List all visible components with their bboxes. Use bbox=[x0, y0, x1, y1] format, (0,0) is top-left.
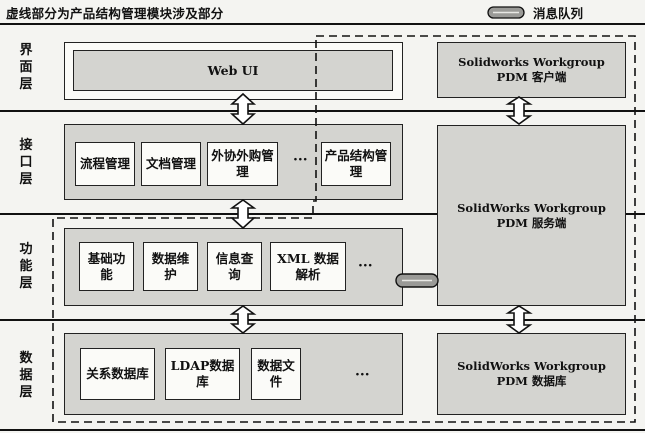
xml-parsing-label: XML 数据解析 bbox=[277, 250, 339, 282]
message-queue-legend-icon bbox=[487, 4, 525, 19]
relational-db-module: 关系数据库 bbox=[80, 348, 155, 400]
function-data-arrow bbox=[229, 305, 257, 335]
ui-layer-label: 界面层 bbox=[19, 43, 33, 92]
product-structure-management-module: 产品结构管理 bbox=[321, 142, 391, 186]
pdm-server-line2: PDM 服务端 bbox=[496, 215, 567, 230]
workflow-management-module: 流程管理 bbox=[75, 142, 135, 186]
interface-ellipsis: ··· bbox=[293, 152, 308, 168]
document-management-module: 文档管理 bbox=[141, 142, 201, 186]
function-layer-label: 功能层 bbox=[19, 242, 33, 291]
pdm-client-box: Solidworks Workgroup PDM 客户端 bbox=[437, 42, 626, 98]
top-border-line bbox=[0, 23, 645, 25]
product-structure-scope-outline bbox=[52, 35, 636, 423]
data-ellipsis: ··· bbox=[355, 367, 370, 383]
pdm-database-box: SolidWorks Workgroup PDM 数据库 bbox=[437, 333, 626, 415]
data-file-label: 数据文件 bbox=[257, 358, 295, 389]
relational-db-label: 关系数据库 bbox=[86, 366, 149, 381]
diagram-caption: 虚线部分为产品结构管理模块涉及部分 bbox=[6, 6, 224, 21]
document-management-label: 文档管理 bbox=[145, 156, 196, 171]
function-ellipsis: ··· bbox=[358, 258, 373, 274]
data-maintenance-label: 数据维护 bbox=[151, 250, 190, 282]
pdm-server-line1: SolidWorks Workgroup bbox=[457, 200, 606, 215]
web-ui-label: Web UI bbox=[207, 62, 259, 78]
data-layer-label: 数据层 bbox=[19, 351, 33, 400]
info-query-module: 信息查询 bbox=[207, 242, 262, 291]
interface-layer-label: 接口层 bbox=[19, 138, 33, 187]
pdm-client-line2: PDM 客户端 bbox=[496, 70, 567, 84]
xml-parsing-module: XML 数据解析 bbox=[270, 242, 346, 291]
product-structure-management-label: 产品结构管理 bbox=[324, 148, 388, 179]
client-server-arrow bbox=[505, 96, 533, 125]
pdm-database-line2: PDM 数据库 bbox=[496, 374, 567, 388]
function-data-separator bbox=[0, 319, 645, 321]
pdm-database-line1: SolidWorks Workgroup bbox=[457, 359, 606, 373]
data-maintenance-module: 数据维护 bbox=[143, 242, 198, 291]
interface-function-arrow bbox=[229, 199, 257, 230]
basic-function-module: 基础功能 bbox=[79, 242, 134, 291]
legend-label: 消息队列 bbox=[533, 6, 584, 21]
basic-function-label: 基础功能 bbox=[87, 250, 126, 282]
workflow-management-label: 流程管理 bbox=[79, 156, 130, 171]
pdm-client-line1: Solidworks Workgroup bbox=[458, 55, 605, 69]
bottom-border-line bbox=[0, 429, 645, 431]
ui-interface-arrow bbox=[229, 92, 257, 126]
pdm-server-box: SolidWorks Workgroup PDM 服务端 bbox=[437, 125, 626, 306]
ldap-db-label: LDAP数据库 bbox=[170, 358, 235, 389]
outsourcing-management-label: 外协外购管理 bbox=[211, 148, 274, 179]
outsourcing-management-module: 外协外购管理 bbox=[207, 142, 278, 186]
server-database-arrow bbox=[505, 305, 533, 334]
message-queue-connector bbox=[395, 273, 439, 288]
interface-function-separator bbox=[0, 213, 645, 215]
ldap-db-module: LDAP数据库 bbox=[165, 348, 240, 400]
ui-interface-separator bbox=[0, 110, 645, 112]
info-query-label: 信息查询 bbox=[215, 250, 254, 282]
web-ui-box: Web UI bbox=[73, 50, 393, 91]
data-file-module: 数据文件 bbox=[251, 348, 301, 400]
